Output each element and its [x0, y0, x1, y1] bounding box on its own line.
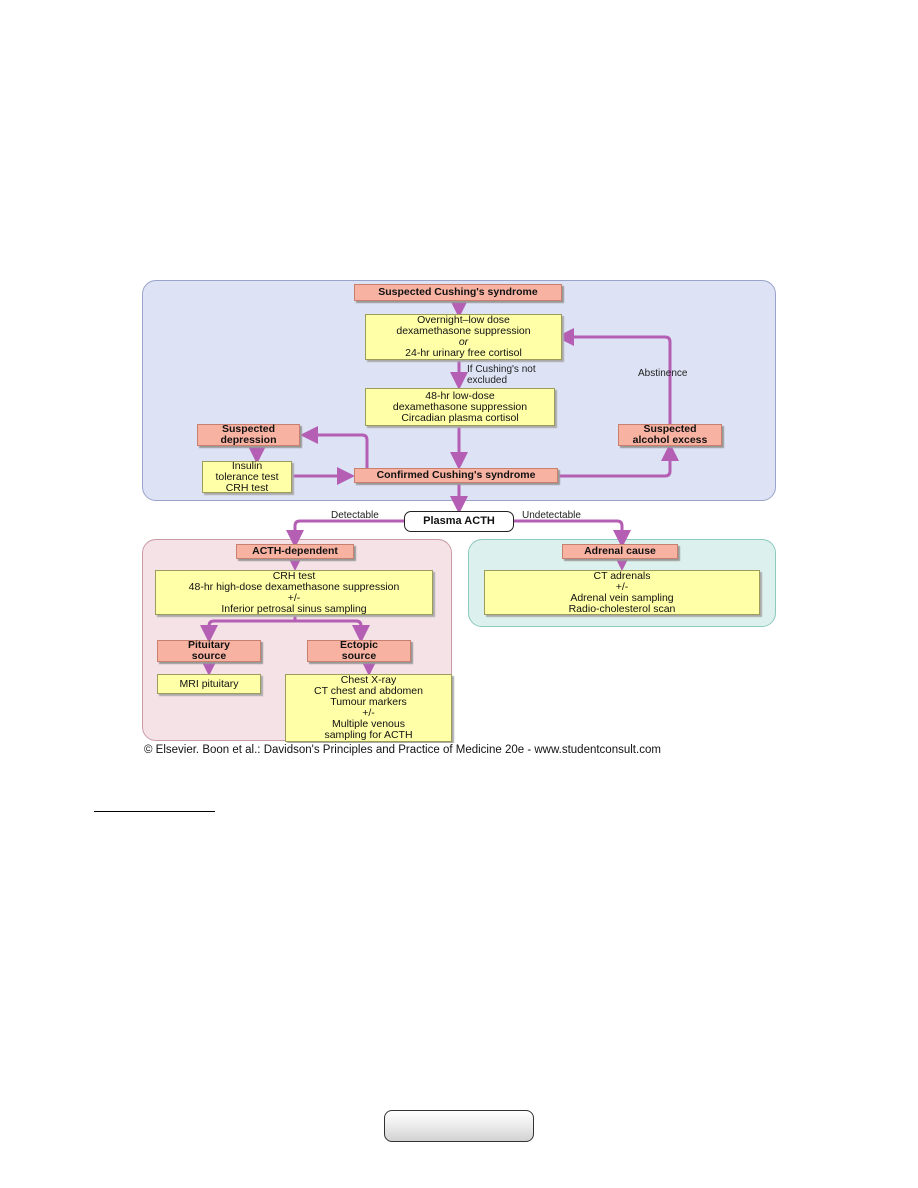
ectopic-test-line-2: CT chest and abdomen [314, 685, 423, 697]
confirm-line-3: Circadian plasma cortisol [401, 411, 519, 424]
adrenal-test-line-3: Adrenal vein sampling [570, 591, 674, 604]
ectopic-line-1: Ectopic [340, 639, 378, 651]
confirmed-cushings-label: Confirmed Cushing's syndrome [376, 469, 536, 481]
depression-line-1: Suspected [221, 423, 276, 435]
pituitary-line-2: source [191, 650, 227, 662]
depression-tests-box: Insulin tolerance test CRH test [202, 459, 292, 494]
arrow-tests-to-pituitary [200, 615, 297, 643]
arrow-confirmed-to-alcohol [558, 443, 679, 478]
ectopic-line-2: source [341, 650, 377, 662]
dependent-test-line-3: +/- [287, 591, 301, 604]
arrow-tests-to-ectopic [295, 619, 370, 643]
acth-dependent-box: ACTH-dependent [236, 544, 354, 559]
arrow-plasma-to-adrenal [514, 519, 631, 548]
mri-pituitary-label: MRI pituitary [179, 677, 239, 690]
screening-line-1: Overnight–low dose [417, 314, 510, 326]
suspected-cushings-box: Suspected Cushing's syndrome [354, 284, 562, 301]
suspected-cushings-label: Suspected Cushing's syndrome [378, 286, 538, 298]
adrenal-cause-label: Adrenal cause [584, 545, 656, 557]
dependent-test-line-2: 48-hr high-dose dexamethasone suppressio… [188, 580, 400, 593]
connector-arrows [200, 300, 679, 676]
cushing-diagnosis-flowchart: Suspected Cushing's syndrome Overnight–l… [142, 280, 776, 757]
confirm-line-1: 48-hr low-dose [425, 389, 495, 402]
adrenal-test-line-4: Radio-cholesterol scan [568, 602, 676, 615]
footnote-rule [94, 811, 215, 812]
alcohol-line-2: alcohol excess [632, 434, 708, 446]
confirm-line-2: dexamethasone suppression [392, 400, 528, 413]
depression-test-line-3: CRH test [225, 481, 269, 494]
adrenal-cause-box: Adrenal cause [562, 544, 678, 559]
alcohol-line-1: Suspected [643, 423, 697, 435]
depression-test-line-2: tolerance test [215, 470, 279, 483]
dependent-test-line-4: Inferior petrosal sinus sampling [221, 602, 367, 615]
depression-test-line-1: Insulin [231, 459, 263, 472]
arrow-alcohol-to-screening [556, 328, 672, 424]
suspected-depression-box: Suspected depression [197, 424, 300, 446]
plasma-acth-label: Plasma ACTH [423, 515, 495, 527]
undetectable-label: Undetectable [522, 510, 581, 521]
confirm-tests-box: 48-hr low-dose dexamethasone suppression… [365, 388, 555, 426]
adrenal-test-line-2: +/- [615, 580, 629, 593]
ectopic-test-line-6: sampling for ACTH [324, 729, 413, 741]
adrenal-test-line-1: CT adrenals [593, 569, 651, 582]
mri-pituitary-box: MRI pituitary [157, 674, 261, 694]
depression-line-2: depression [220, 434, 277, 446]
screening-line-3: or [458, 336, 469, 348]
ectopic-test-line-5: Multiple venous [332, 718, 405, 730]
dependent-test-line-1: CRH test [272, 569, 316, 582]
suspected-alcohol-box: Suspected alcohol excess [618, 424, 722, 446]
arrow-plasma-to-dependent [286, 519, 404, 548]
ectopic-test-line-3: Tumour markers [330, 696, 407, 708]
screening-tests-box: Overnight–low dose dexamethasone suppres… [365, 314, 562, 360]
plasma-acth-box: Plasma ACTH [404, 511, 514, 532]
acth-dependent-tests-box: CRH test 48-hr high-dose dexamethasone s… [155, 570, 433, 615]
acth-dependent-label: ACTH-dependent [252, 545, 338, 557]
confirmed-cushings-box: Confirmed Cushing's syndrome [354, 468, 558, 483]
screening-line-2: dexamethasone suppression [396, 325, 531, 337]
copyright-credit: © Elsevier. Boon et al.: Davidson's Prin… [144, 743, 776, 757]
ectopic-test-line-4: +/- [362, 707, 375, 719]
ectopic-source-box: Ectopic source [307, 640, 411, 662]
detectable-label: Detectable [331, 510, 379, 521]
ectopic-tests-box: Chest X-ray CT chest and abdomen Tumour … [285, 674, 452, 742]
page-number-box [384, 1110, 534, 1142]
pituitary-source-box: Pituitary source [157, 640, 261, 662]
abstinence-label: Abstinence [638, 368, 688, 379]
adrenal-tests-box: CT adrenals +/- Adrenal vein sampling Ra… [484, 570, 760, 615]
screening-line-4: 24-hr urinary free cortisol [405, 347, 522, 359]
ectopic-test-line-1: Chest X-ray [340, 674, 397, 686]
pituitary-line-1: Pituitary [187, 639, 230, 651]
if-not-excluded-label: If Cushing's not excluded [467, 364, 536, 386]
